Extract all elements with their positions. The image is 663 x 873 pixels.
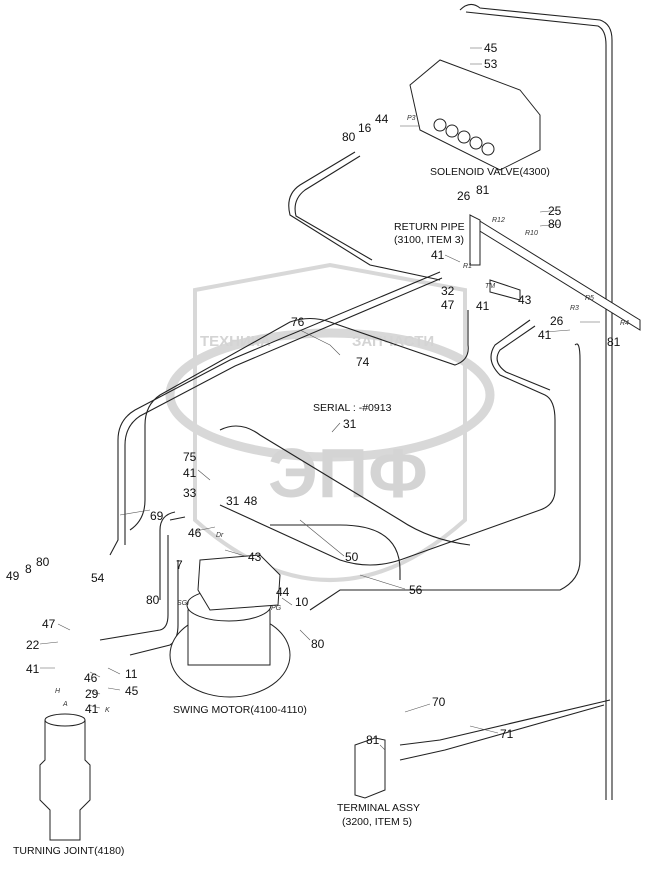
part-label: 53 — [484, 57, 498, 71]
watermark-text-right: ЗАПЧАСТИ — [352, 333, 434, 350]
port-mark: R4 — [620, 320, 629, 327]
port-mark: R10 — [525, 230, 538, 237]
part-label: 26 — [457, 189, 471, 203]
watermark: ТЕХНИКА ЗАПЧАСТИ ЭПФ — [165, 262, 495, 582]
part-label: 26 — [550, 314, 564, 328]
part-label: 7 — [176, 558, 183, 572]
part-label: 76 — [291, 315, 305, 329]
port-mark: R1 — [463, 263, 472, 270]
swing-motor — [169, 554, 291, 698]
part-label: 45 — [484, 41, 498, 55]
caption-terminal-assy-ref: (3200, ITEM 5) — [342, 816, 412, 828]
part-label: 46 — [84, 671, 98, 685]
part-label: 80 — [146, 593, 160, 607]
part-label: 46 — [188, 526, 202, 540]
part-label: 43 — [248, 550, 262, 564]
part-label: 41 — [183, 466, 197, 480]
port-mark: R12 — [492, 217, 505, 224]
part-label: 47 — [441, 298, 455, 312]
port-mark: H — [55, 688, 61, 695]
return-pipe — [469, 214, 641, 331]
caption-solenoid-valve: SOLENOID VALVE(4300) — [430, 166, 550, 178]
part-label: 54 — [91, 571, 105, 585]
part-label: 74 — [356, 355, 370, 369]
part-label: 8 — [25, 562, 32, 576]
caption-swing-motor: SWING MOTOR(4100-4110) — [173, 704, 307, 716]
port-mark: SGI — [177, 600, 189, 607]
part-label: 44 — [276, 585, 290, 599]
port-mark: K — [105, 707, 110, 714]
port-mark: A — [62, 701, 68, 708]
part-label: 80 — [36, 555, 50, 569]
part-label: 80 — [311, 637, 325, 651]
caption-return-pipe-ref: (3100, ITEM 3) — [394, 234, 464, 246]
part-label: 80 — [342, 130, 356, 144]
caption-return-pipe: RETURN PIPE — [394, 221, 465, 233]
part-label: 22 — [26, 638, 40, 652]
port-marks: P3 R12 R10 R1 TM R3 R4 R5 Dr SGI PG H A … — [55, 115, 629, 714]
part-label: 11 — [125, 667, 138, 681]
part-label: 48 — [244, 494, 258, 508]
part-label: 29 — [85, 687, 99, 701]
part-label: 32 — [441, 284, 455, 298]
part-label: 41 — [538, 328, 552, 342]
part-label: 31 — [226, 494, 240, 508]
port-mark: PG — [271, 605, 282, 612]
part-label: 81 — [607, 335, 621, 349]
port-mark: Dr — [216, 532, 224, 539]
part-label: 75 — [183, 450, 197, 464]
port-mark: R5 — [585, 295, 594, 302]
caption-serial: SERIAL : -#0913 — [313, 402, 392, 414]
caption-terminal-assy: TERMINAL ASSY — [337, 802, 420, 814]
part-label: 50 — [345, 550, 359, 564]
part-label: 71 — [500, 727, 514, 741]
part-label: 56 — [409, 583, 423, 597]
turning-joint — [39, 713, 91, 841]
part-label: 81 — [476, 183, 490, 197]
terminal-assy — [354, 737, 386, 799]
part-label: 44 — [375, 112, 389, 126]
part-label: 10 — [295, 595, 309, 609]
part-label: 69 — [150, 509, 164, 523]
part-number-labels: 45 53 80 16 44 81 26 25 80 41 32 47 41 4… — [6, 41, 621, 747]
leader-lines — [39, 47, 600, 751]
part-label: 47 — [42, 617, 56, 631]
part-label: 41 — [85, 702, 99, 716]
hose-lines — [99, 3, 613, 800]
watermark-logo: ЭПФ — [268, 434, 428, 512]
caption-turning-joint: TURNING JOINT(4180) — [13, 845, 124, 857]
part-label: 41 — [476, 299, 490, 313]
part-label: 49 — [6, 569, 20, 583]
part-label: 25 — [548, 204, 562, 218]
watermark-text-left: ТЕХНИКА — [200, 333, 271, 350]
part-label: 80 — [548, 217, 562, 231]
component-captions: SOLENOID VALVE(4300) RETURN PIPE (3100, … — [13, 166, 550, 857]
part-label: 43 — [518, 293, 532, 307]
port-mark: P3 — [407, 115, 416, 122]
part-label: 31 — [343, 417, 357, 431]
part-label: 16 — [358, 121, 372, 135]
part-label: 33 — [183, 486, 197, 500]
port-mark: R3 — [570, 305, 579, 312]
part-label: 81 — [366, 733, 380, 747]
part-label: 45 — [125, 684, 139, 698]
port-mark: TM — [485, 283, 495, 290]
part-label: 70 — [432, 695, 446, 709]
solenoid-valve — [409, 59, 541, 171]
part-label: 41 — [26, 662, 40, 676]
part-label: 41 — [431, 248, 445, 262]
